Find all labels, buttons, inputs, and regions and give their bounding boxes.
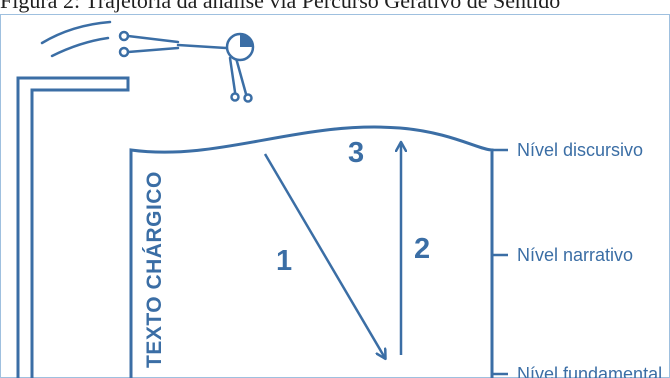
- arrow-label-2: 2: [414, 233, 430, 265]
- arrow-label-1: 1: [276, 245, 292, 277]
- level-label-discursive: Nível discursivo: [517, 140, 643, 160]
- figure-caption: Figura 2: Trajetória da análise via Perc…: [0, 0, 561, 13]
- diagram-frame: [0, 14, 670, 378]
- level-label-narrative: Nível narrativo: [517, 245, 633, 265]
- arrow-down-right-icon: [263, 153, 385, 358]
- arrow-label-3: 3: [348, 137, 364, 169]
- vertical-label: TEXTO CHÁRGICO: [143, 171, 166, 368]
- text-box-outline: [129, 125, 494, 378]
- diver-icon: [40, 20, 255, 103]
- diving-board-icon: [16, 76, 130, 378]
- level-ticks: [492, 148, 508, 376]
- level-label-fundamental: Nível fundamental: [517, 364, 662, 378]
